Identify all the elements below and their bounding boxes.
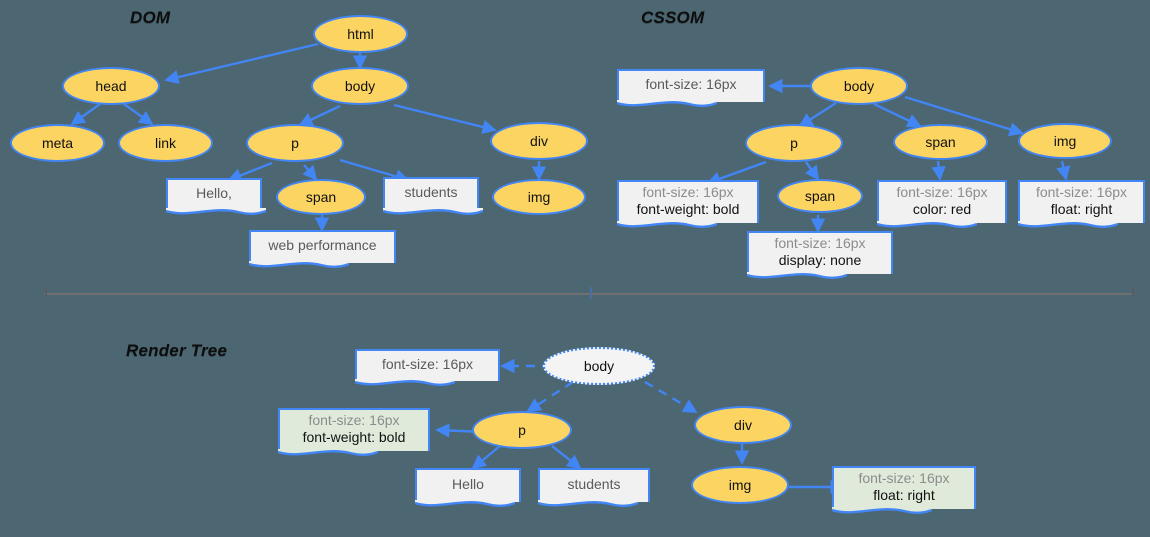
cssom-box-span-p-style-line2: display: none <box>778 252 862 268</box>
dom-node-head[interactable]: head <box>62 67 160 105</box>
cssom-box-body-style-line1: font-size: 16px <box>645 76 737 93</box>
cssom-node-img-label: img <box>1053 133 1077 149</box>
cssom-node-span-body[interactable]: span <box>893 124 988 160</box>
torn-edge-icon <box>616 100 717 107</box>
render-box-p-style-line2: font-weight: bold <box>302 429 406 445</box>
cssom-box-img-style-line1: font-size: 16px <box>1035 183 1128 200</box>
cssom-node-span-body-label: span <box>925 134 956 150</box>
torn-edge-icon <box>277 449 378 456</box>
render-box-students[interactable]: students <box>537 468 650 507</box>
dom-box-students[interactable]: students <box>382 177 483 215</box>
torn-edge-icon <box>165 208 266 215</box>
render-node-img-label: img <box>728 477 752 493</box>
render-node-body-label: body <box>583 358 615 374</box>
render-box-hello-label: Hello <box>452 475 484 492</box>
render-node-img[interactable]: img <box>691 466 789 504</box>
dom-node-img-label: img <box>527 189 551 205</box>
torn-edge-icon <box>746 272 847 279</box>
cssom-box-img-style[interactable]: font-size: 16px float: right <box>1017 180 1145 228</box>
render-box-hello[interactable]: Hello <box>414 468 521 507</box>
dom-node-head-label: head <box>95 78 127 94</box>
torn-edge-icon <box>1017 221 1118 228</box>
dom-node-link-label: link <box>154 135 176 151</box>
dom-box-students-label: students <box>404 184 458 201</box>
torn-edge-icon <box>537 500 638 507</box>
cssom-node-p[interactable]: p <box>745 124 843 162</box>
dom-box-hello[interactable]: Hello, <box>165 178 266 215</box>
cssom-box-img-style-line2: float: right <box>1050 201 1113 217</box>
dom-node-span[interactable]: span <box>276 179 366 215</box>
dom-box-web-performance-label: web performance <box>268 237 377 254</box>
divider-tick-center <box>590 287 592 299</box>
render-box-body-style[interactable]: font-size: 16px <box>354 349 500 386</box>
render-node-body[interactable]: body <box>543 347 655 385</box>
render-box-body-style-line1: font-size: 16px <box>381 355 474 372</box>
render-box-img-style[interactable]: font-size: 16px float: right <box>831 466 976 514</box>
dom-node-meta-label: meta <box>41 135 74 151</box>
dom-node-div[interactable]: div <box>490 122 588 160</box>
dom-node-div-label: div <box>530 133 548 149</box>
render-box-p-style-line1: font-size: 16px <box>308 411 400 428</box>
render-node-div[interactable]: div <box>694 406 792 444</box>
torn-edge-icon <box>616 221 717 228</box>
torn-edge-icon <box>831 507 932 514</box>
dom-node-html-label: html <box>347 26 374 42</box>
cssom-box-span-p-style-line1: font-size: 16px <box>774 234 866 251</box>
dom-node-body[interactable]: body <box>311 67 409 105</box>
render-box-img-style-line1: font-size: 16px <box>858 469 950 486</box>
cssom-box-span-p-style[interactable]: font-size: 16px display: none <box>746 231 893 279</box>
section-divider <box>44 293 1134 295</box>
dom-node-span-label: span <box>305 189 337 205</box>
cssom-node-span-p-label: span <box>804 188 836 204</box>
cssom-box-span-body-style-line1: font-size: 16px <box>896 183 988 200</box>
cssom-box-span-body-style-line2: color: red <box>912 201 972 217</box>
render-node-div-label: div <box>734 417 752 433</box>
torn-edge-icon <box>414 500 515 507</box>
dom-section-title: DOM <box>130 8 171 27</box>
dom-node-img[interactable]: img <box>492 179 586 215</box>
cssom-box-p-style[interactable]: font-size: 16px font-weight: bold <box>616 180 759 228</box>
torn-edge-icon <box>382 208 483 215</box>
cssom-section-title: CSSOM <box>641 8 705 27</box>
render-section-title: Render Tree <box>126 341 228 360</box>
cssom-node-body[interactable]: body <box>810 67 908 105</box>
render-box-img-style-line2: float: right <box>873 487 935 503</box>
dom-node-link[interactable]: link <box>118 124 213 162</box>
torn-edge-icon <box>354 379 455 386</box>
cssom-node-body-label: body <box>843 78 875 94</box>
render-box-p-style[interactable]: font-size: 16px font-weight: bold <box>277 408 430 456</box>
dom-box-web-performance[interactable]: web performance <box>248 230 396 268</box>
dom-node-meta[interactable]: meta <box>10 124 105 162</box>
cssom-box-p-style-line2: font-weight: bold <box>636 201 740 217</box>
dom-node-p-label: p <box>291 135 299 151</box>
dom-node-html[interactable]: html <box>313 15 408 53</box>
dom-node-p[interactable]: p <box>246 124 344 162</box>
cssom-node-p-label: p <box>790 135 798 151</box>
render-box-students-label: students <box>567 475 621 492</box>
render-node-p[interactable]: p <box>472 411 572 449</box>
divider-tick-right <box>1132 286 1134 297</box>
cssom-box-span-body-style[interactable]: font-size: 16px color: red <box>876 180 1007 228</box>
cssom-node-img[interactable]: img <box>1018 123 1112 159</box>
render-node-p-label: p <box>518 422 526 438</box>
divider-tick-left <box>45 286 47 296</box>
cssom-box-body-style[interactable]: font-size: 16px <box>616 69 765 107</box>
cssom-box-p-style-line1: font-size: 16px <box>642 183 734 200</box>
cssom-node-span-p[interactable]: span <box>777 179 863 213</box>
dom-box-hello-label: Hello, <box>196 184 232 201</box>
dom-node-body-label: body <box>344 78 376 94</box>
torn-edge-icon <box>248 261 349 268</box>
